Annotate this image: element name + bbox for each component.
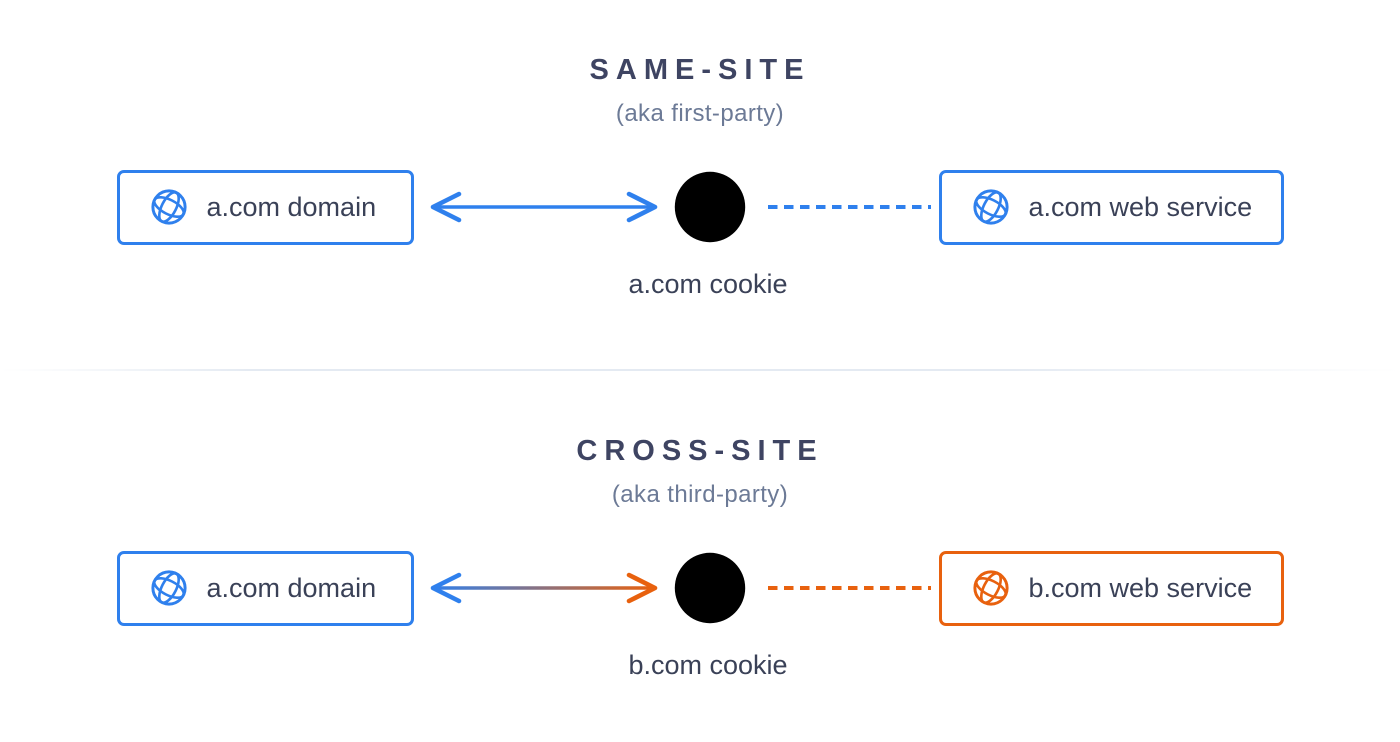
- diagram-canvas: SAME-SITE (aka first-party) a.com domain…: [0, 0, 1400, 680]
- diagram-row: a.com domain a.com web service: [0, 165, 1400, 249]
- cross-site-section: CROSS-SITE (aka third-party) a.com domai…: [0, 371, 1400, 680]
- a-com-web-service-box: a.com web service: [938, 169, 1284, 245]
- dashed-connector-icon: [767, 205, 931, 209]
- same-site-section: SAME-SITE (aka first-party) a.com domain…: [0, 0, 1400, 299]
- section-subtitle: (aka third-party): [611, 481, 789, 508]
- cookie-icon: [674, 171, 745, 243]
- cookie-label: a.com cookie: [628, 269, 788, 299]
- globe-icon: [149, 187, 188, 227]
- web-service-box-label: b.com web service: [1028, 572, 1253, 603]
- bidirectional-arrow-icon: [430, 191, 657, 223]
- a-com-domain-box: a.com domain: [116, 550, 414, 626]
- cookie-icon: [674, 552, 745, 624]
- b-com-web-service-box: b.com web service: [938, 550, 1284, 626]
- a-com-domain-box: a.com domain: [116, 169, 414, 245]
- domain-box-label: a.com domain: [206, 572, 377, 603]
- diagram-row: a.com domain b.com web service: [0, 546, 1400, 630]
- bidirectional-arrow-gradient-icon: [430, 572, 657, 604]
- section-subtitle: (aka first-party): [615, 100, 785, 127]
- globe-icon: [971, 568, 1010, 608]
- globe-icon: [971, 187, 1010, 227]
- cookie-label: b.com cookie: [628, 650, 788, 680]
- section-title: SAME-SITE: [589, 54, 811, 86]
- globe-icon: [149, 568, 188, 608]
- dashed-connector-icon: [767, 586, 931, 590]
- section-divider: [0, 369, 1400, 371]
- web-service-box-label: a.com web service: [1028, 191, 1253, 222]
- section-title: CROSS-SITE: [576, 435, 824, 467]
- domain-box-label: a.com domain: [206, 191, 377, 222]
